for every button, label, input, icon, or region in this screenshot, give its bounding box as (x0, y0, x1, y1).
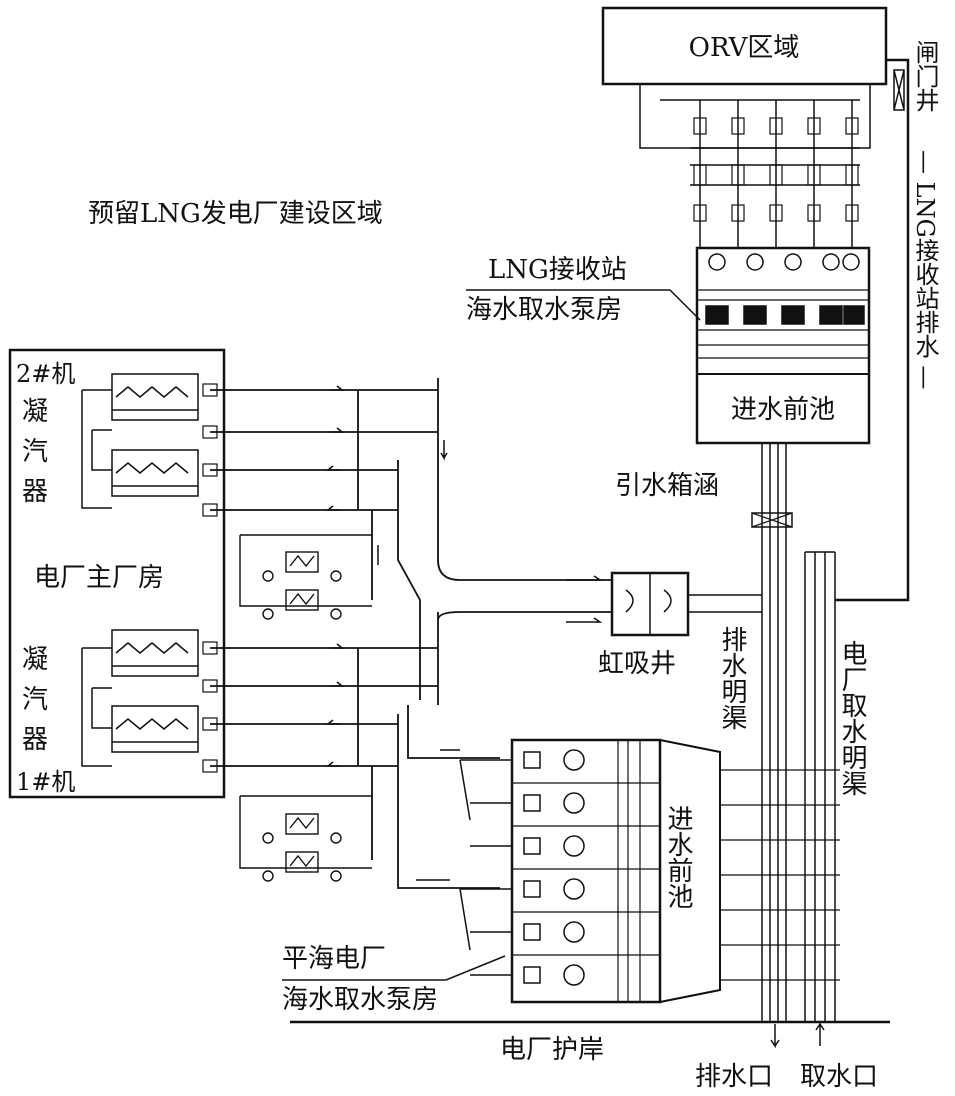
aux-coolers-bottom (239, 795, 372, 882)
pinghai-label-line1: 平海电厂 (282, 944, 386, 974)
condenser-bottom-char-2: 汽 (22, 685, 48, 715)
outfall-arrow (770, 1024, 780, 1049)
lng-station-leader (466, 289, 701, 321)
main-building: 2#机 凝 汽 器 电厂主厂房 凝 汽 器 1#机 (8, 348, 226, 799)
siphon-well-label: 虹吸井 (598, 649, 676, 679)
orv-valves (693, 117, 859, 222)
gate-well: 闸门井 — LNG接收站排水 — (835, 40, 939, 602)
condenser-top-char-3: 器 (22, 477, 48, 507)
pinghai-label-line2: 海水取水泵房 (282, 985, 438, 1015)
condenser-unit1 (81, 629, 199, 767)
intake-culvert: 引水箱涵 (615, 443, 793, 1022)
condenser-top-char-2: 汽 (22, 437, 48, 467)
valve-marks-bottom (202, 641, 218, 773)
intake-culvert-label: 引水箱涵 (615, 471, 719, 501)
intake-channel-label: 电厂取水明渠 (837, 640, 867, 796)
intake-channel: 电厂取水明渠 (804, 551, 867, 1022)
aux-coolers-top (239, 534, 372, 620)
drain-channel-label: 排水明渠 (717, 626, 747, 730)
orv-piping (639, 84, 871, 248)
pinghai-pump-house: 进水前池 (459, 738, 721, 1004)
lng-pumps (705, 253, 865, 325)
inlet-pool-top-label: 进水前池 (731, 395, 835, 425)
lng-station-label-line1: LNG接收站 (488, 255, 627, 285)
condenser-unit2 (81, 373, 199, 509)
gate-well-label: 闸门井 (911, 40, 939, 112)
circulating-pipes-top (202, 378, 612, 700)
circulating-pipes-bottom (202, 611, 612, 889)
unit1-label: 1#机 (16, 768, 75, 796)
orv-area: ORV区域 (601, 6, 888, 86)
inlet-pool-bottom-label: 进水前池 (663, 805, 693, 909)
condenser-bottom-char-1: 凝 (22, 645, 48, 675)
condenser-bottom-char-3: 器 (22, 725, 48, 755)
unit2-label: 2#机 (16, 360, 75, 388)
revetment-label: 电厂护岸 (500, 1035, 604, 1065)
lng-station-pump-house: 进水前池 (695, 246, 871, 445)
condenser-top-char-1: 凝 (22, 397, 48, 427)
pinghai-pumps (523, 749, 585, 986)
main-building-label: 电厂主厂房 (34, 563, 164, 593)
lng-station-label-line2: 海水取水泵房 (466, 295, 622, 325)
intake-arrow (815, 1021, 825, 1046)
intake-label: 取水口 (800, 1062, 878, 1092)
outfall-label: 排水口 (695, 1062, 773, 1092)
valve-marks-top (202, 383, 218, 517)
lng-station-drain-label: — LNG接收站排水 — (911, 150, 939, 389)
reserved-lng-plant-label: 预留LNG发电厂建设区域 (88, 199, 383, 229)
pinghai-leader (282, 955, 506, 981)
drain-channel: 排水明渠 (717, 626, 840, 981)
orv-area-label: ORV区域 (689, 33, 800, 63)
condensers (81, 373, 199, 767)
siphon-well: 虹吸井 (566, 571, 762, 679)
